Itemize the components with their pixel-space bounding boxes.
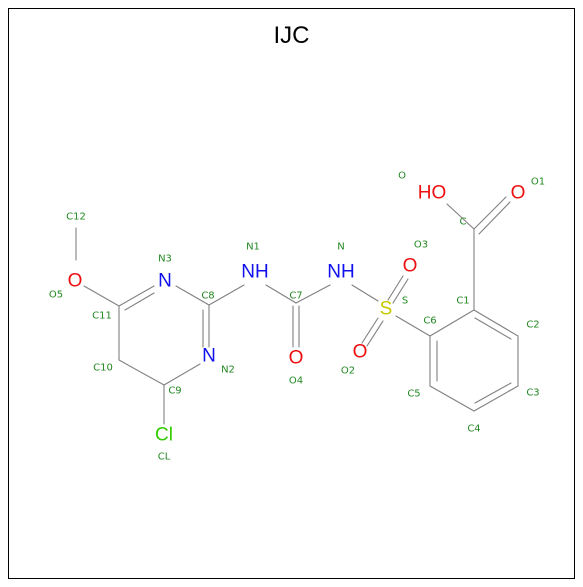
label-o2: O2	[341, 366, 355, 377]
bond-c3-c4-inner	[474, 382, 512, 404]
bond-c7-n	[295, 284, 331, 304]
atom-o4: O	[289, 348, 304, 369]
label-c7: C7	[289, 291, 302, 302]
bond-s-c6	[395, 315, 431, 337]
label-c5: C5	[407, 389, 420, 400]
bond-n1-c7	[265, 284, 297, 304]
atom-n2: N	[202, 346, 216, 367]
bond-n-s	[351, 284, 379, 302]
label-c2: C2	[526, 320, 539, 331]
label-o5: O5	[49, 290, 63, 301]
bond-layer	[75, 196, 519, 425]
bond-c-o-hydroxyl	[446, 203, 475, 230]
atom-cl: Cl	[155, 425, 173, 446]
atom-o-hydroxyl: HO	[418, 183, 447, 204]
label-layer: C12 O5 C11 N3 C8 N1 C7 N O4 S O3 O2 O C …	[49, 171, 545, 463]
bond-c1-c2	[473, 309, 519, 337]
bond-c11-n3-inner	[124, 292, 155, 311]
atom-s: S	[380, 299, 393, 320]
label-n2: N2	[221, 365, 235, 376]
atom-o2: O	[353, 342, 368, 363]
label-c11: C11	[92, 311, 112, 322]
label-c6: C6	[423, 316, 436, 327]
atom-layer: O N N NH NH O S O O HO O Cl	[68, 183, 526, 446]
label-c4: C4	[467, 424, 480, 435]
label-c8: C8	[201, 291, 214, 302]
bond-c3-c4	[473, 385, 519, 412]
label-cl: CL	[158, 452, 171, 463]
label-c: C	[460, 217, 467, 228]
bond-c8-n1	[208, 284, 245, 306]
label-o3: O3	[414, 240, 428, 251]
bond-c11-n3	[118, 285, 155, 307]
canvas-frame	[8, 8, 575, 579]
label-s: S	[402, 296, 408, 307]
atom-o1: O	[511, 183, 526, 204]
label-c9: C9	[168, 386, 181, 397]
label-n1: N1	[246, 242, 260, 253]
atom-n3: N	[158, 271, 172, 292]
bond-c6-c1	[429, 309, 475, 337]
label-o4: O4	[289, 376, 303, 387]
bond-n3-c8	[175, 285, 210, 306]
bond-c9-c10	[118, 359, 165, 386]
label-c3: C3	[526, 388, 539, 399]
label-c1: C1	[456, 296, 469, 307]
label-o: O	[398, 171, 406, 182]
bond-s-o3-a	[387, 275, 404, 301]
bond-s-o2-a	[361, 317, 379, 344]
bond-s-o3-b	[392, 278, 409, 304]
label-n3: N3	[158, 254, 172, 265]
bond-o5-c11	[83, 285, 120, 307]
bond-c4-c5	[429, 385, 475, 412]
atom-o5: O	[68, 271, 83, 292]
atom-n1: NH	[241, 262, 268, 283]
label-c10: C10	[93, 363, 113, 374]
molecule-title: IJC	[273, 22, 310, 49]
bond-c-o1-a	[473, 196, 507, 230]
bond-c-o1-b	[478, 201, 511, 235]
bond-s-o2-b	[366, 320, 384, 347]
bond-n2-c9	[163, 363, 201, 386]
bond-c1-c2-inner	[474, 317, 512, 340]
atom-n: NH	[327, 262, 354, 283]
label-c12: C12	[66, 212, 86, 223]
label-n: N	[337, 242, 344, 253]
atom-o3: O	[403, 256, 418, 277]
label-o1: O1	[531, 177, 545, 188]
